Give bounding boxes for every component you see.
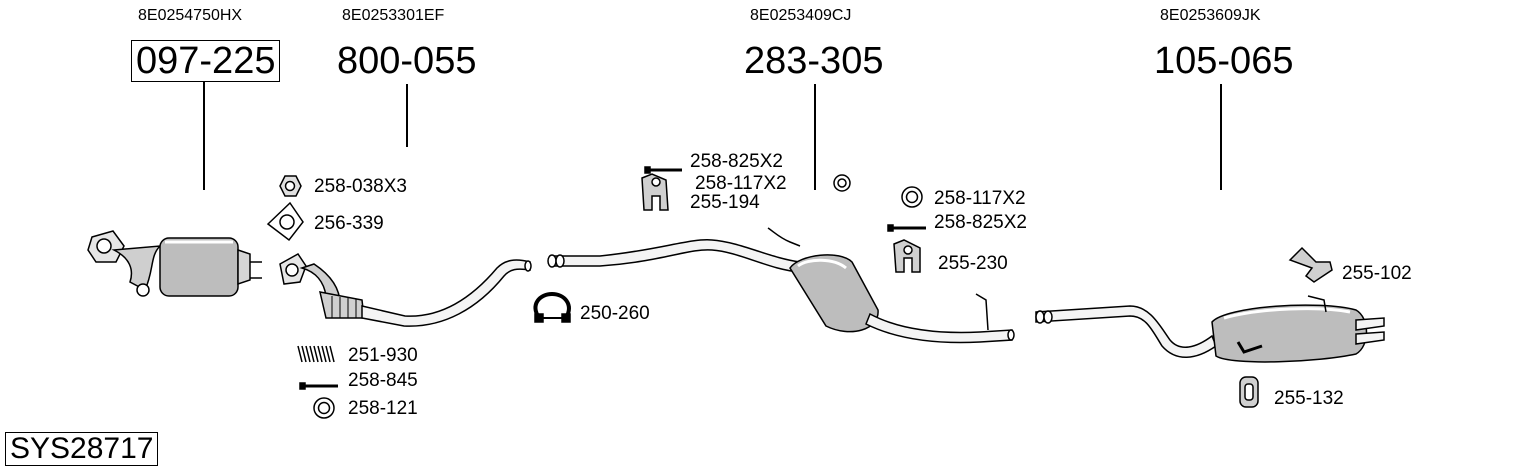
oem-number-097-225: 8E0254750HX	[138, 7, 243, 24]
fitting-label-ring-center[interactable]: 258-117X2	[695, 173, 787, 194]
part-number-097-225[interactable]: 097-225	[131, 40, 281, 82]
ring-icon	[833, 174, 851, 192]
front-pipe-part	[279, 253, 532, 327]
fitting-label-bolt[interactable]: 258-845	[348, 370, 418, 391]
fitting-label-bracket[interactable]: 255-102	[1342, 263, 1412, 284]
oem-number-283-305: 8E0253409CJ	[750, 7, 852, 24]
bolt-icon	[299, 382, 338, 390]
oem-number-800-055: 8E0253301EF	[342, 7, 445, 24]
rubber-hanger-icon	[893, 239, 921, 273]
spring-icon	[297, 345, 335, 363]
ring-icon	[901, 186, 923, 208]
leader-lines	[203, 82, 1222, 190]
fitting-label-gasket[interactable]: 256-339	[314, 213, 384, 234]
bracket-icon	[1288, 246, 1333, 283]
rubber-mount-icon	[1239, 376, 1259, 408]
fitting-label-ring[interactable]: 258-121	[348, 398, 418, 419]
clamp-icon	[533, 291, 571, 323]
fitting-label-bolt-mid[interactable]: 258-825X2	[934, 212, 1027, 233]
part-number-105-065[interactable]: 105-065	[1154, 40, 1294, 82]
system-code: SYS28717	[5, 432, 159, 466]
bolt-icon	[887, 224, 926, 232]
fitting-label-nut[interactable]: 258-038X3	[314, 176, 407, 197]
fitting-label-rubber-mount[interactable]: 255-132	[1274, 388, 1344, 409]
ring-icon	[313, 397, 335, 419]
oem-number-105-065: 8E0253609JK	[1160, 7, 1261, 24]
gasket-icon	[266, 201, 304, 242]
fitting-label-spring[interactable]: 251-930	[348, 345, 418, 366]
fitting-label-bolt-center[interactable]: 258-825X2	[690, 151, 783, 172]
particulate-filter-part	[87, 230, 262, 297]
rear-silencer-part	[1035, 295, 1385, 363]
fitting-label-ring-mid[interactable]: 258-117X2	[934, 188, 1026, 209]
nut-icon	[279, 175, 302, 197]
part-number-283-305[interactable]: 283-305	[744, 40, 884, 82]
fitting-label-clamp[interactable]: 250-260	[580, 303, 650, 324]
part-number-800-055[interactable]: 800-055	[337, 40, 477, 82]
fitting-label-hanger-center[interactable]: 255-194	[690, 192, 760, 213]
fitting-label-hanger-mid[interactable]: 255-230	[938, 253, 1008, 274]
fitting-icons	[266, 166, 1333, 419]
rubber-hanger-icon	[641, 173, 669, 211]
center-pipe-part	[547, 227, 1015, 344]
bolt-icon	[644, 166, 682, 174]
